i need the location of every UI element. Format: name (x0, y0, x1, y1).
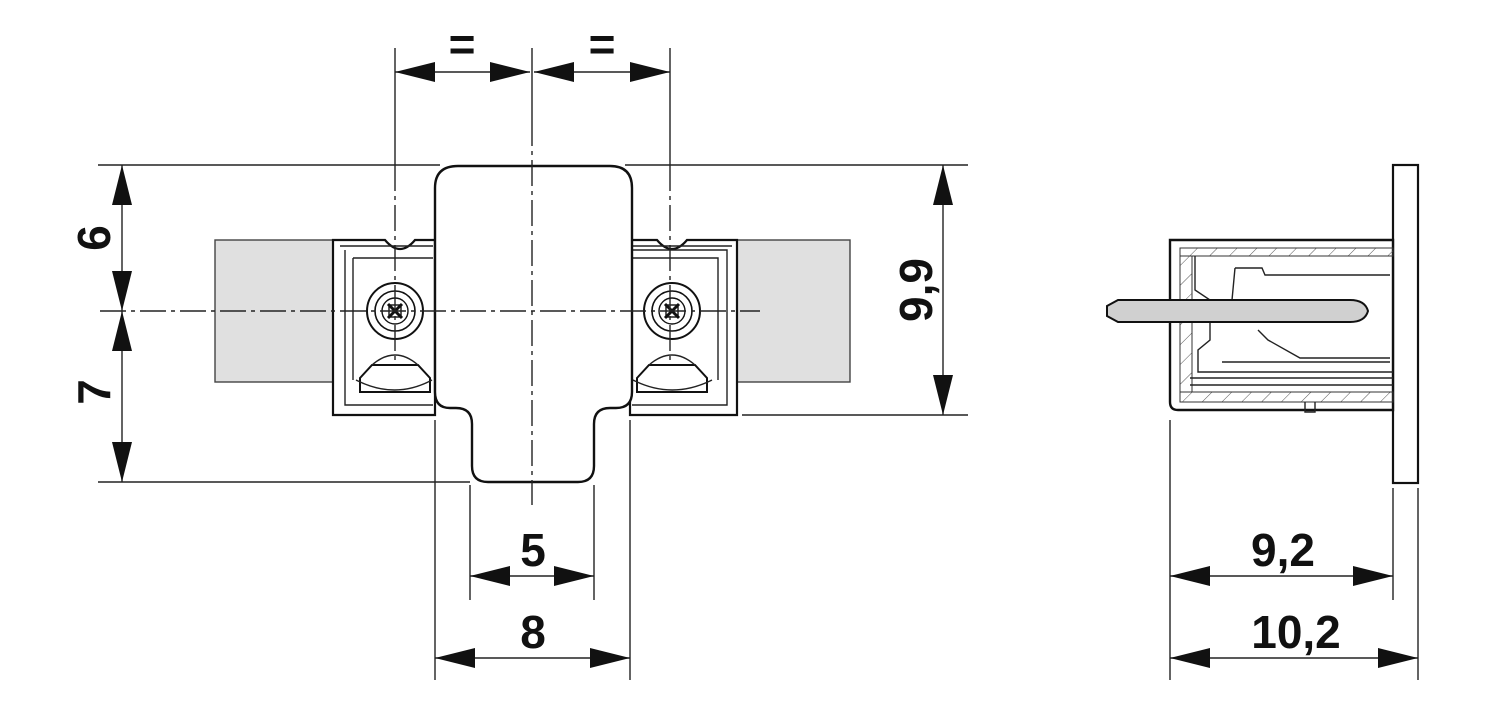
plug-body (433, 164, 634, 484)
dim-right-height: 9,9 (890, 258, 942, 322)
flange (1391, 163, 1420, 485)
side-view: 9,2 10,2 (1106, 163, 1420, 680)
side-housing (1168, 238, 1395, 412)
dim-left-lower: 7 (68, 379, 120, 405)
dim-inner-width: 5 (520, 524, 546, 576)
dim-top-right-equal: = (589, 18, 616, 70)
dim-outer-width: 8 (520, 606, 546, 658)
dim-side-depth: 9,2 (1251, 524, 1315, 576)
front-view: = = 6 7 9,9 5 8 (68, 18, 968, 680)
dim-side-total: 10,2 (1251, 606, 1341, 658)
contact-pin (1106, 299, 1370, 323)
dim-top-left-equal: = (449, 18, 476, 70)
dim-left-upper: 6 (68, 225, 120, 251)
